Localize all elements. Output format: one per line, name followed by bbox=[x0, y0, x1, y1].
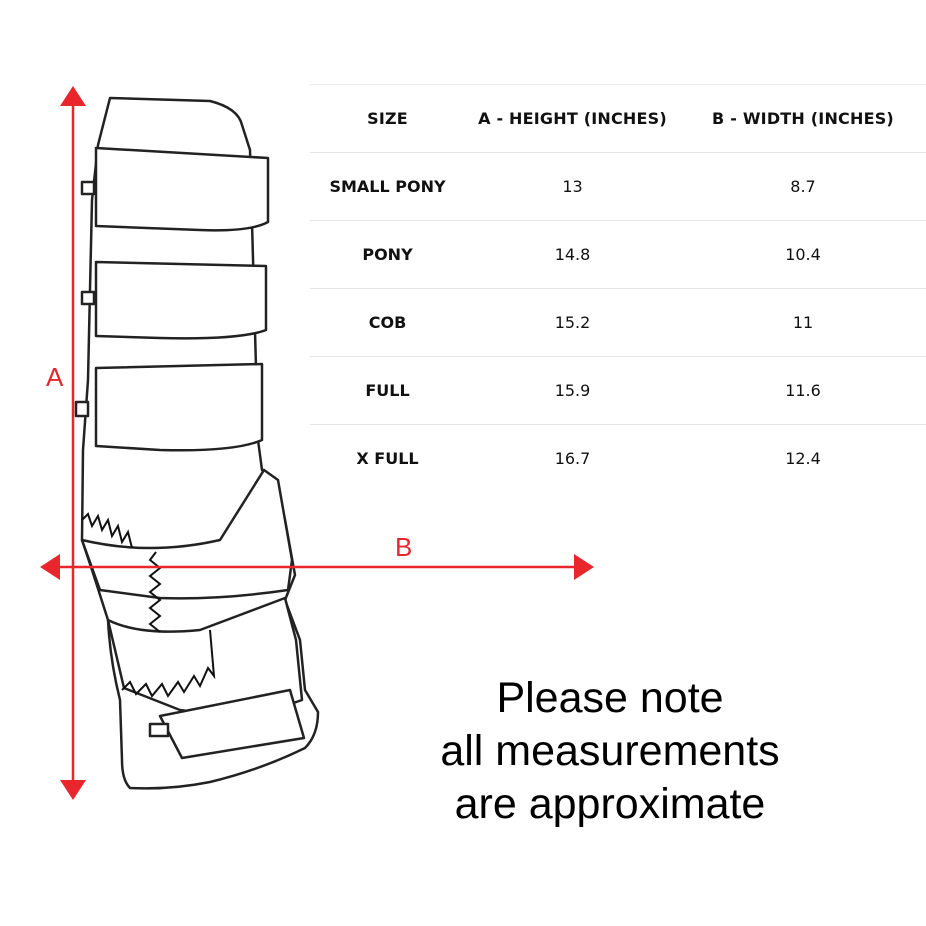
height-arrow bbox=[60, 86, 86, 800]
size-cell: PONY bbox=[310, 220, 465, 289]
height-cell: 13 bbox=[465, 152, 680, 221]
table-row: COB 15.2 11 bbox=[310, 288, 926, 357]
header-width: B - WIDTH (INCHES) bbox=[680, 84, 926, 153]
height-label: A bbox=[46, 362, 64, 392]
note-line-2: all measurements bbox=[440, 727, 780, 775]
width-arrow bbox=[40, 554, 594, 580]
height-cell: 16.7 bbox=[554, 449, 591, 468]
table-row: FULL 15.9 11.6 bbox=[310, 356, 926, 425]
size-cell: X FULL bbox=[356, 449, 419, 468]
velcro-seams bbox=[81, 512, 216, 698]
width-label: B bbox=[395, 532, 412, 562]
header-size: SIZE bbox=[310, 84, 465, 153]
table-header-row: SIZE A - HEIGHT (INCHES) B - WIDTH (INCH… bbox=[310, 84, 926, 153]
width-cell: 8.7 bbox=[680, 152, 926, 221]
note-line-3: are approximate bbox=[454, 780, 766, 828]
approximation-note: Please note all measurements are approxi… bbox=[390, 672, 830, 831]
note-line-1: Please note bbox=[496, 674, 724, 722]
boot-illustration bbox=[74, 96, 320, 790]
height-cell: 15.2 bbox=[465, 288, 680, 357]
size-cell: COB bbox=[310, 288, 465, 357]
width-cell: 10.4 bbox=[680, 220, 926, 289]
width-cell: 11.6 bbox=[680, 356, 926, 425]
header-height: A - HEIGHT (INCHES) bbox=[465, 84, 680, 153]
size-chart-table: SIZE A - HEIGHT (INCHES) B - WIDTH (INCH… bbox=[310, 84, 926, 492]
table-row: PONY 14.8 10.4 bbox=[310, 220, 926, 289]
table-row: SMALL PONY 13 8.7 bbox=[310, 152, 926, 221]
width-cell: 12.4 bbox=[785, 449, 821, 468]
height-cell: 15.9 bbox=[465, 356, 680, 425]
size-cell: FULL bbox=[310, 356, 465, 425]
height-cell: 14.8 bbox=[465, 220, 680, 289]
width-cell: 11 bbox=[680, 288, 926, 357]
table-row: X FULL 16.7 12.4 bbox=[310, 425, 926, 493]
size-cell: SMALL PONY bbox=[310, 152, 465, 221]
